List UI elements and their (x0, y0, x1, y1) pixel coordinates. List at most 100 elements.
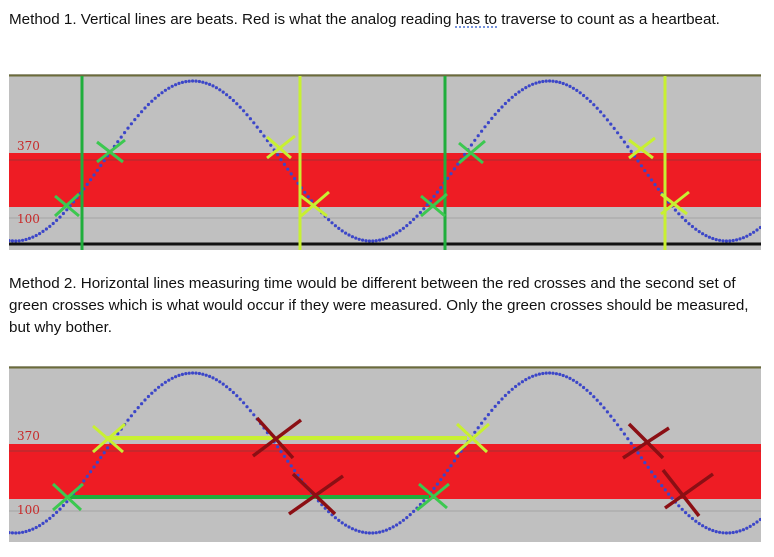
cross-mark (622, 422, 670, 460)
wave-sample-dot (89, 470, 93, 474)
wave-sample-dot (337, 518, 341, 522)
wave-sample-dot (718, 238, 722, 242)
wave-sample-dot (565, 375, 569, 379)
wave-sample-dot (554, 372, 559, 376)
method-1-text-start: Method 1. Vertical lines are beats. Red … (9, 11, 456, 28)
wave-sample-dot (153, 388, 157, 392)
wave-sample-dot (99, 455, 103, 460)
wave-sample-dot (133, 118, 137, 122)
wave-sample-dot (276, 153, 280, 157)
wave-sample-dot (418, 210, 422, 215)
wave-sample-dot (218, 88, 222, 92)
wave-sample-dot (99, 163, 103, 168)
wave-sample-dot (612, 126, 616, 130)
wave-sample-dot (194, 79, 198, 83)
wave-sample-dot (446, 176, 450, 180)
wave-sample-dot (225, 385, 229, 389)
wave-sample-dot (724, 531, 729, 535)
wave-sample-dot (221, 90, 225, 94)
wave-sample-dot (408, 221, 412, 225)
wave-sample-dot (333, 516, 337, 520)
wave-sample-dot (531, 82, 535, 86)
wave-sample-dot (578, 91, 582, 95)
wave-sample-dot (89, 178, 93, 182)
threshold-band (9, 153, 761, 207)
wave-sample-dot (116, 140, 120, 144)
wave-sample-dot (136, 406, 140, 410)
wave-sample-dot (276, 445, 280, 449)
wave-sample-dot (510, 95, 514, 99)
wave-sample-dot (571, 378, 576, 382)
wave-sample-dot (48, 516, 52, 520)
wave-sample-dot (439, 478, 443, 482)
wave-sample-dot (738, 529, 742, 533)
wave-sample-dot (609, 122, 613, 126)
wave-sample-dot (129, 414, 133, 418)
wave-sample-dot (340, 229, 344, 233)
wave-sample-dot (680, 215, 684, 219)
wave-sample-dot (643, 461, 647, 465)
wave-sample-dot (38, 524, 42, 528)
wave-sample-dot (738, 237, 742, 241)
wave-sample-dot (707, 235, 712, 239)
wave-sample-dot (354, 528, 358, 532)
wave-sample-dot (21, 530, 25, 534)
wave-sample-dot (231, 98, 235, 103)
wave-sample-dot (548, 79, 552, 83)
wave-sample-dot (619, 427, 623, 431)
wave-sample-dot (670, 496, 674, 500)
wave-sample-dot (432, 486, 436, 490)
wave-sample-dot (599, 110, 603, 114)
wave-sample-dot (456, 454, 460, 458)
wave-sample-dot (442, 473, 446, 477)
wave-sample-dot (588, 391, 593, 395)
wave-sample-dot (279, 158, 283, 162)
wave-sample-dot (534, 81, 538, 85)
wave-sample-dot (17, 531, 21, 535)
wave-sample-dot (177, 81, 181, 85)
wave-sample-dot (741, 236, 746, 240)
wave-sample-dot (9, 239, 11, 243)
wave-sample-dot (92, 173, 96, 177)
wave-sample-dot (38, 232, 42, 236)
wave-sample-dot (735, 530, 739, 534)
wave-sample-dot (395, 523, 399, 527)
wave-sample-dot (680, 507, 684, 511)
wave-sample-dot (340, 521, 344, 525)
wave-sample-dot (391, 525, 395, 529)
wave-sample-dot (41, 521, 45, 525)
wave-sample-dot (568, 84, 572, 88)
wave-sample-dot (728, 531, 732, 535)
wave-sample-dot (381, 237, 385, 241)
wave-sample-dot (282, 162, 286, 166)
wave-sample-dot (106, 446, 110, 450)
wave-sample-dot (449, 172, 453, 176)
wave-sample-dot (711, 236, 715, 241)
wave-sample-dot (187, 79, 191, 83)
wave-sample-dot (55, 218, 59, 222)
wave-sample-dot (425, 203, 429, 207)
wave-sample-dot (561, 373, 565, 378)
wave-sample-dot (279, 450, 283, 454)
wave-sample-dot (704, 234, 708, 238)
wave-sample-dot (507, 98, 511, 102)
wave-sample-dot (758, 517, 761, 522)
wave-sample-dot (140, 110, 144, 114)
wave-sample-dot (507, 390, 511, 394)
wave-sample-dot (656, 187, 661, 191)
wave-sample-dot (140, 402, 144, 406)
wave-sample-dot (721, 239, 725, 243)
wave-sample-dot (735, 238, 739, 242)
wave-sample-dot (548, 371, 552, 375)
wave-sample-dot (646, 173, 650, 177)
wave-sample-dot (235, 394, 239, 398)
wave-sample-dot (201, 80, 205, 84)
wave-sample-dot (758, 225, 761, 230)
wave-sample-dot (622, 140, 627, 144)
wave-sample-dot (289, 172, 293, 176)
wave-sample-dot (752, 230, 756, 234)
wave-sample-dot (503, 101, 507, 106)
wave-sample-dot (153, 96, 157, 100)
upper-threshold-label: 370 (17, 429, 40, 443)
wave-sample-dot (544, 79, 548, 83)
